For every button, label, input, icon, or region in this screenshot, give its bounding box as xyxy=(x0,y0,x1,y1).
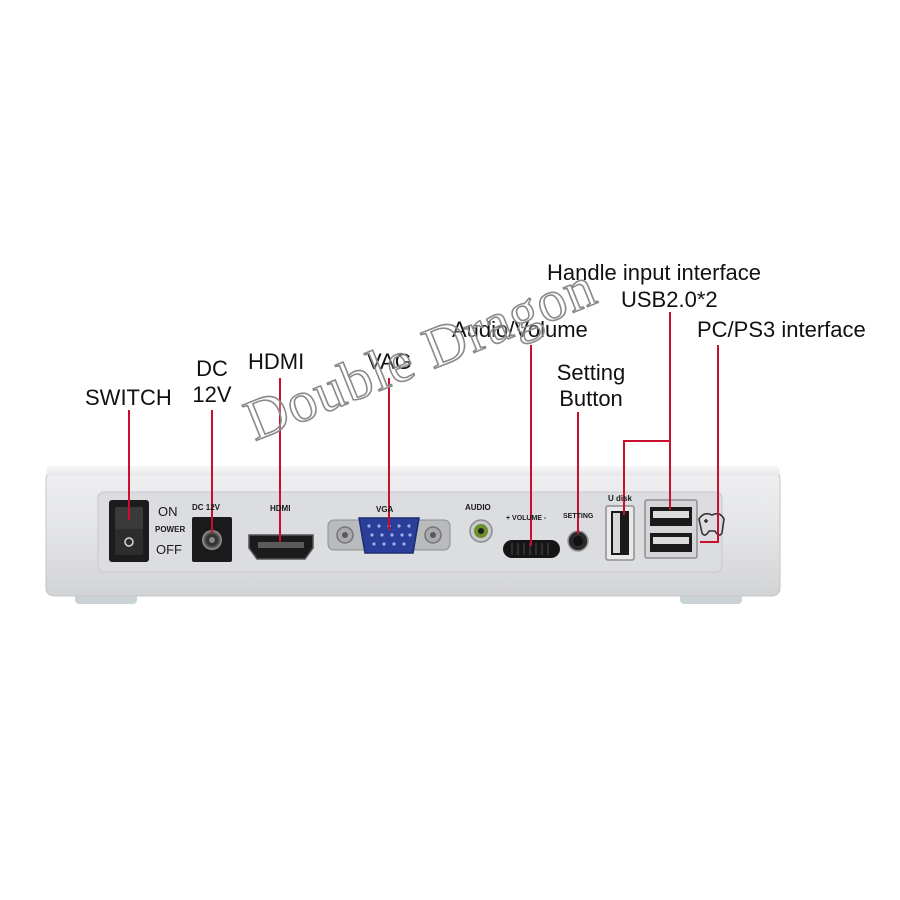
callout-setting-line2: Button xyxy=(559,386,623,411)
callout-switch: SWITCH xyxy=(85,385,172,410)
panel-label-hdmi: HDMI xyxy=(270,504,291,513)
audio-jack xyxy=(469,519,493,543)
vga-port xyxy=(327,517,451,554)
panel-label-dc: DC 12V xyxy=(192,503,221,512)
pointer-line-usb xyxy=(623,312,671,515)
panel-label-audio: AUDIO xyxy=(465,503,491,512)
panel-label-volume: + VOLUME - xyxy=(506,515,547,522)
panel-label-on: ON xyxy=(158,504,178,519)
callout-dc-line2: 12V xyxy=(192,382,232,407)
callout-handle-input: Handle input interface xyxy=(547,260,762,285)
callout-hdmi: HDMI xyxy=(248,349,305,374)
panel-label-power: POWER xyxy=(155,525,186,534)
callout-usb: USB2.0*2 xyxy=(621,287,718,312)
callout-setting-line1: Setting xyxy=(556,360,626,385)
callout-pc-ps3: PC/PS3 interface xyxy=(697,317,866,342)
gamepad-icon xyxy=(698,512,725,536)
hdmi-port xyxy=(248,534,314,560)
panel-label-vga: VGA xyxy=(376,505,394,514)
panel-label-udisk: U disk xyxy=(608,494,633,503)
callout-audio-volume: Audio/Volume xyxy=(452,317,588,342)
power-switch xyxy=(109,500,149,562)
dc-jack xyxy=(192,517,232,562)
panel-label-off: OFF xyxy=(156,542,182,557)
usb-udisk-port xyxy=(605,505,635,561)
callout-dc-line1: DC xyxy=(196,356,228,381)
volume-wheel xyxy=(503,540,560,558)
panel-label-setting: SETTING xyxy=(563,513,594,520)
callout-vag: VAG xyxy=(367,349,412,374)
callout-dc: DC 12V xyxy=(188,356,236,408)
callout-setting: Setting Button xyxy=(548,360,634,412)
pointer-lines xyxy=(128,312,719,546)
pointer-line-pc-ps3 xyxy=(700,345,719,543)
usb-dual-ports xyxy=(644,499,698,559)
